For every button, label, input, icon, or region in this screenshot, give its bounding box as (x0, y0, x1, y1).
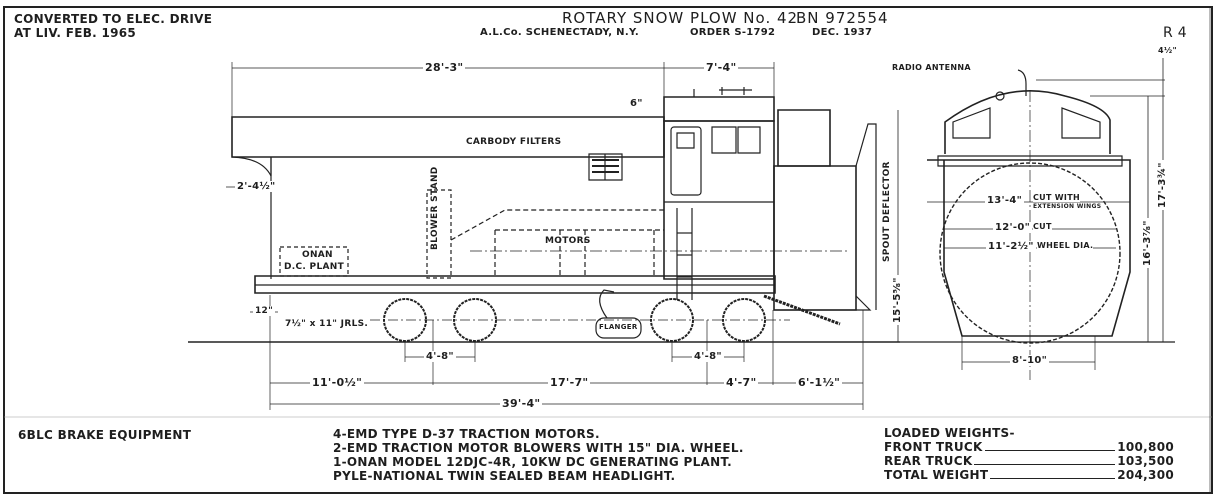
cab-side-window-2 (738, 127, 760, 153)
wheel-front-1 (651, 299, 693, 341)
spout-deflector (856, 124, 876, 310)
dim-rear-wheelbase: 4'-8" (424, 351, 456, 362)
dim-roof-step: 6" (628, 98, 645, 109)
leader-line (990, 478, 1116, 479)
end-window-left (953, 108, 990, 138)
weight-value: 204,300 (1117, 468, 1174, 482)
loaded-weights: LOADED WEIGHTS- FRONT TRUCK 100,800 REAR… (884, 426, 1174, 482)
build-date: DEC. 1937 (812, 27, 873, 38)
weights-heading: LOADED WEIGHTS- (884, 426, 1015, 440)
flanger (596, 318, 641, 338)
leader-line (974, 464, 1116, 465)
weight-row: REAR TRUCK 103,500 (884, 454, 1174, 468)
weight-label: REAR TRUCK (884, 454, 973, 468)
label-blower-stand: BLOWER STAND (430, 166, 440, 250)
equipment-number: BN 972554 (796, 9, 889, 27)
label-onan-1: ONAN (302, 250, 333, 260)
weight-value: 103,500 (1117, 454, 1174, 468)
dim-overall-length: 39'-4" (500, 397, 543, 410)
dim-base-width: 8'-10" (1010, 355, 1050, 366)
dim-cab-length: 7'-4" (704, 61, 739, 74)
cab-door (671, 127, 701, 195)
dim-overhang: 2'-4½" (235, 181, 278, 192)
label-cut: CUT (1033, 222, 1052, 231)
weight-row: TOTAL WEIGHT 204,300 (884, 468, 1174, 482)
end-cab-roof (945, 91, 1110, 154)
brake-equipment: 6BLC BRAKE EQUIPMENT (18, 428, 192, 442)
plow-brace (764, 296, 840, 324)
sheet-code: R 4 (1163, 25, 1187, 41)
label-cut-with: CUT WITH (1033, 193, 1080, 202)
cab-door-window (677, 133, 694, 148)
sheet-border (4, 7, 1212, 493)
hood-overhang (232, 157, 271, 176)
builder: A.L.Co. SCHENECTADY, N.Y. (480, 27, 639, 38)
order-number: ORDER S-1792 (690, 27, 776, 38)
dim-hood-to-front: 6'-1½" (796, 376, 843, 389)
label-carbody-filters: CARBODY FILTERS (466, 137, 562, 147)
label-flanger: FLANGER (599, 323, 638, 331)
dim-spout-deflector: 15'-5⅝" (892, 275, 903, 325)
label-spout-deflector: SPOUT DEFLECTOR (882, 161, 892, 262)
dim-cut-width: 12'-0" (993, 222, 1033, 233)
motors-outline (451, 210, 664, 278)
label-wheel-dia: WHEEL DIA. (1037, 241, 1094, 250)
dim-antenna-clearance: 4½" (1158, 46, 1177, 55)
weight-label: TOTAL WEIGHT (884, 468, 989, 482)
rotary-housing (774, 166, 856, 310)
wheel-front-2 (723, 299, 765, 341)
dim-overall-height: 17'-3¾" (1157, 160, 1168, 210)
label-radio-antenna: RADIO ANTENNA (892, 63, 971, 72)
dim-front-wheelbase: 4'-8" (692, 351, 724, 362)
dim-body-length: 28'-3" (423, 61, 466, 74)
label-journals: 7½" x 11" JRLS. (285, 319, 369, 329)
dim-wheel-diameter: 11'-2½" (986, 241, 1036, 252)
leader-line (984, 450, 1116, 451)
equipment-note: 4-EMD TYPE D-37 TRACTION MOTORS. (333, 427, 600, 441)
dim-end-offset: 12" (253, 306, 276, 316)
side-view (188, 62, 900, 410)
end-housing (927, 160, 1130, 336)
equipment-note: PYLE-NATIONAL TWIN SEALED BEAM HEADLIGHT… (333, 469, 676, 483)
dim-rear-end-to-truck: 11'-0½" (310, 376, 365, 389)
weight-value: 100,800 (1117, 440, 1174, 454)
label-extension-wings: EXTENSION WINGS (1033, 203, 1102, 210)
conversion-note-line-2: AT LIV. FEB. 1965 (14, 26, 137, 40)
long-hood (232, 117, 664, 157)
equipment-notes: 4-EMD TYPE D-37 TRACTION MOTORS. 2-EMD T… (333, 427, 744, 483)
cab-side-window-1 (712, 127, 736, 153)
dim-truck-centers: 17'-7" (548, 376, 591, 389)
equipment-note: 1-ONAN MODEL 12DJC-4R, 10KW DC GENERATIN… (333, 455, 732, 469)
dim-cab-height: 16'-3⅞" (1142, 218, 1153, 268)
end-window-right (1062, 108, 1100, 138)
rotary-housing-top (778, 110, 830, 166)
drawing-title: ROTARY SNOW PLOW No. 42 (562, 9, 799, 27)
flanger-linkage (600, 290, 614, 318)
roof-horn (694, 87, 752, 97)
radio-antenna-icon (996, 92, 1004, 100)
cab-roof (664, 97, 774, 121)
label-motors: MOTORS (545, 236, 591, 246)
antenna-leader (1018, 70, 1026, 96)
weight-row: FRONT TRUCK 100,800 (884, 440, 1174, 454)
end-view (900, 7, 1210, 493)
equipment-note: 2-EMD TRACTION MOTOR BLOWERS WITH 15" DI… (333, 441, 744, 455)
conversion-note-line-1: CONVERTED TO ELEC. DRIVE (14, 12, 213, 26)
label-onan-2: D.C. PLANT (284, 262, 345, 272)
dim-front-truck-to-hood: 4'-7" (724, 376, 759, 389)
dim-cut-with-wings: 13'-4" (985, 195, 1025, 206)
weight-label: FRONT TRUCK (884, 440, 983, 454)
rotary-wheel (940, 163, 1120, 343)
